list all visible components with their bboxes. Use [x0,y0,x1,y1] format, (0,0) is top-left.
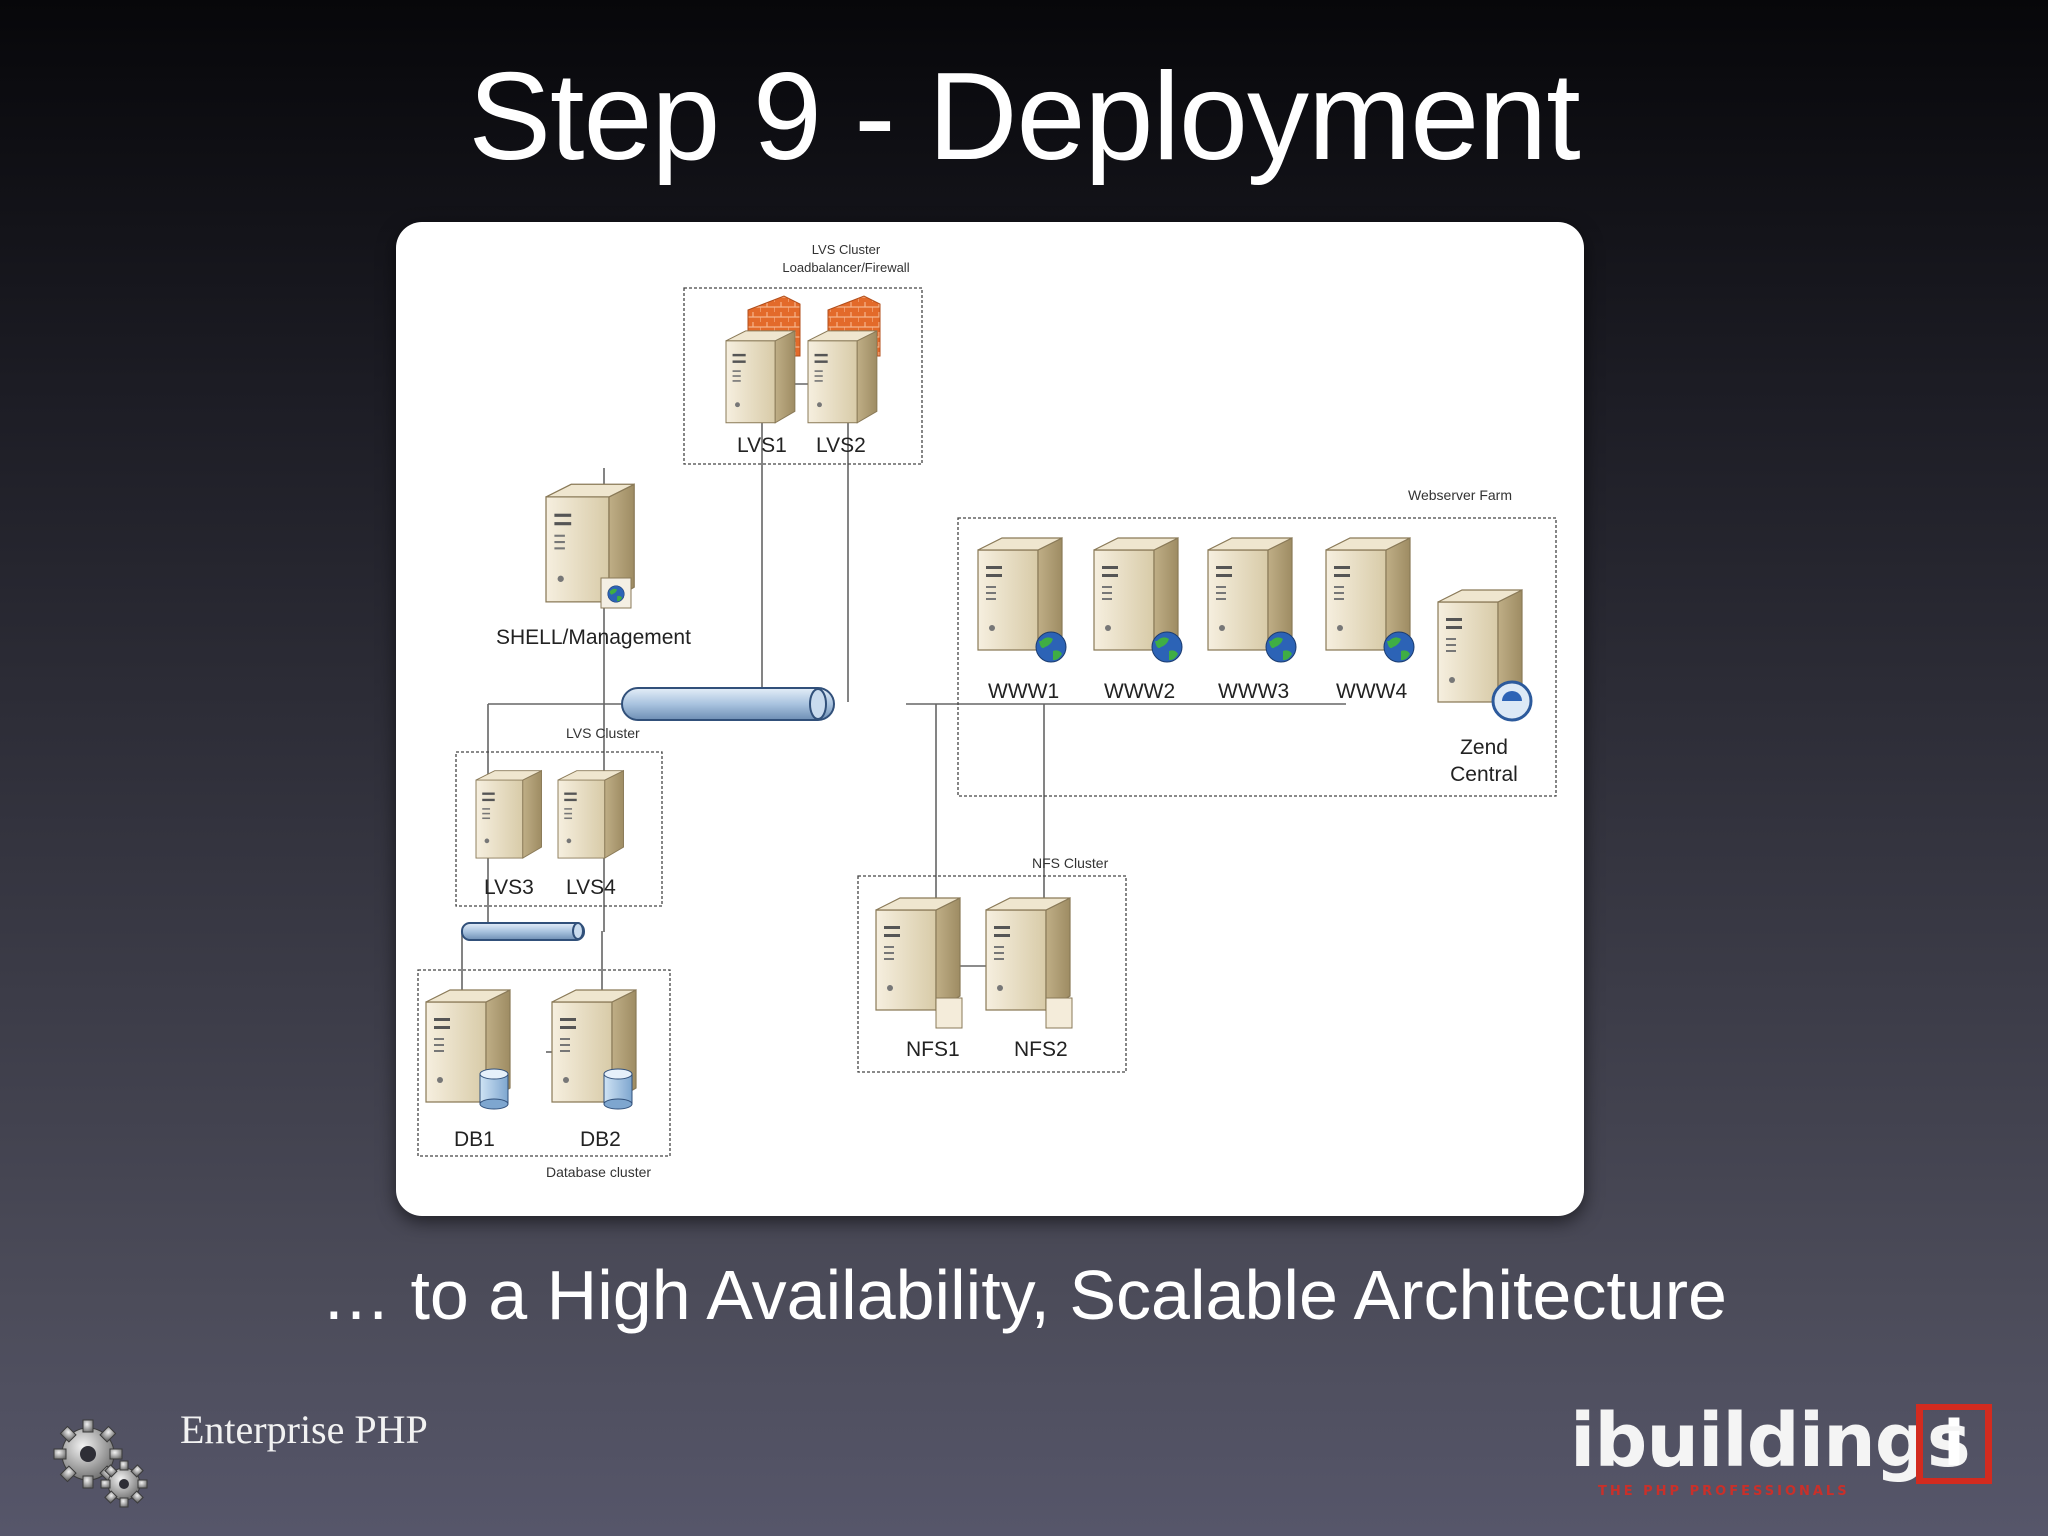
server-db1 [425,989,511,1110]
architecture-diagram: LVS Cluster Loadbalancer/Firewall Webser… [396,222,1584,1216]
diagram-canvas: LVS Cluster Loadbalancer/Firewall Webser… [417,242,1557,1180]
server-db2 [551,989,637,1110]
node-label-lvs2: LVS2 [816,434,866,457]
brand-name: ibuildings [1570,1398,1971,1484]
node-label-www2: WWW2 [1104,680,1175,703]
node-label-shell: SHELL/Management [496,626,691,649]
brand-mark: i [1916,1404,1992,1484]
node-label-central: Central [1450,763,1518,786]
nfs-cluster-box [857,875,1127,1073]
nfs-cluster-label: NFS Cluster [1032,855,1109,871]
lvs-mid-cluster-label: LVS Cluster [566,725,640,741]
lvs-top-cluster-sublabel: Loadbalancer/Firewall [782,260,909,275]
network-switch-main [621,687,835,721]
node-label-lvs1: LVS1 [737,434,787,457]
server-nfs2 [985,897,1073,1029]
node-label-nfs1: NFS1 [906,1038,960,1061]
server-www4 [1325,537,1415,663]
webserver-farm-box [957,517,1557,797]
node-label-www3: WWW3 [1218,680,1289,703]
footer-label: Enterprise PHP [180,1407,428,1452]
brand-mark-letter: i [1943,1407,1965,1480]
network-switch-db [461,922,585,941]
server-www1 [977,537,1067,663]
lvs-top-cluster-label: LVS Cluster [812,242,881,257]
brand-logo: ibuildings i THE PHP PROFESSIONALS [1570,1396,2010,1506]
shell-globe-icon [600,577,632,609]
node-label-lvs3: LVS3 [484,876,534,899]
node-label-lvs4: LVS4 [566,876,616,899]
gears-icon [53,1419,148,1508]
database-cluster-label: Database cluster [546,1164,651,1180]
database-cluster-box [417,969,671,1157]
lvs-mid-cluster-box [455,751,663,907]
node-label-zend: Zend [1460,736,1508,759]
node-label-www4: WWW4 [1336,680,1407,703]
node-label-www1: WWW1 [988,680,1059,703]
slide-subtitle: … to a High Availability, Scalable Archi… [321,1256,1727,1334]
webserver-farm-label: Webserver Farm [1408,487,1512,503]
node-label-db2: DB2 [580,1128,621,1151]
slide-title: Step 9 - Deployment [468,48,1580,186]
server-lvs1 [725,330,796,424]
server-nfs1 [875,897,963,1029]
server-zend-central [1437,589,1533,722]
server-lvs2 [807,330,878,424]
server-www2 [1093,537,1183,663]
node-label-nfs2: NFS2 [1014,1038,1068,1061]
server-www3 [1207,537,1297,663]
brand-tagline: THE PHP PROFESSIONALS [1598,1484,1850,1499]
server-lvs4 [557,770,624,859]
server-lvs3 [475,770,542,859]
node-label-db1: DB1 [454,1128,495,1151]
lvs-top-cluster-box [683,287,923,465]
